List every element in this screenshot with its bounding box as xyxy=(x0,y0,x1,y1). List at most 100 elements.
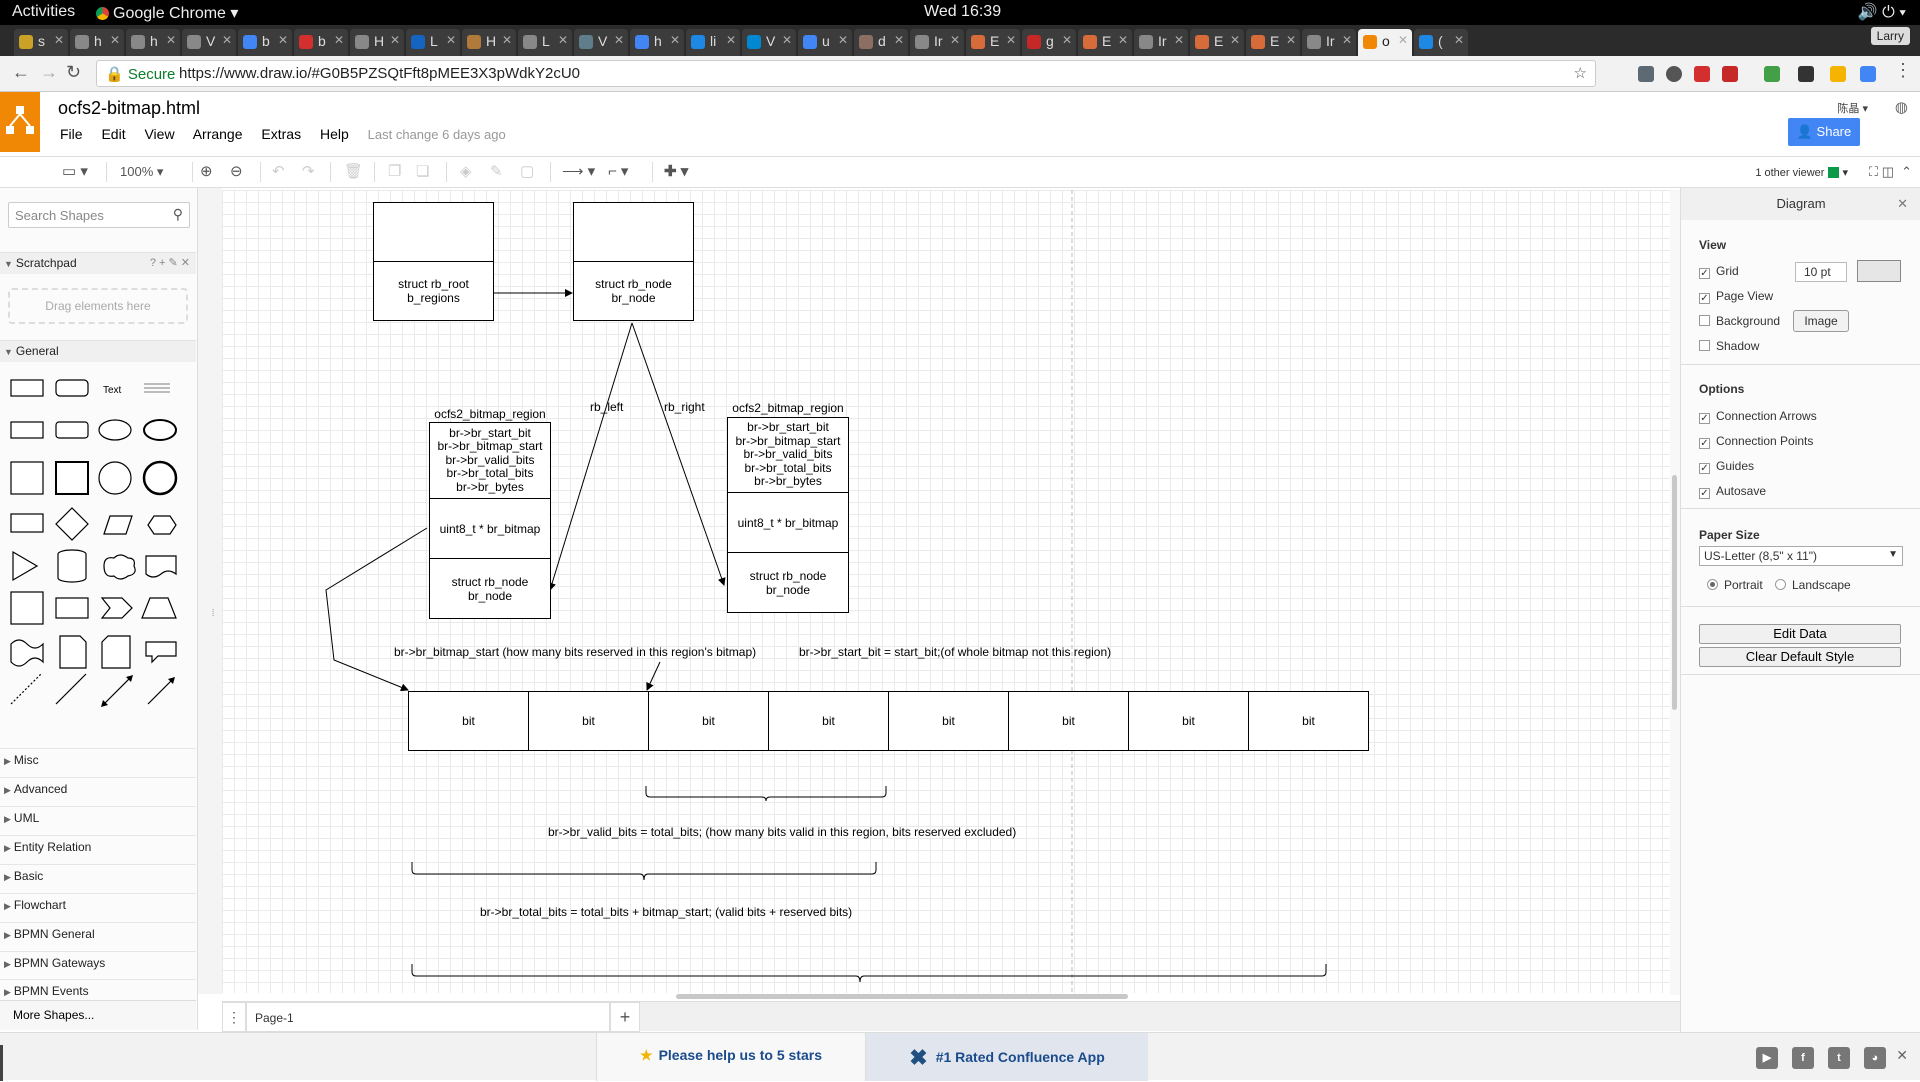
tab-close-icon[interactable]: ✕ xyxy=(221,33,232,47)
rb-node-header[interactable] xyxy=(573,202,694,262)
undo-icon[interactable]: ↶ xyxy=(272,163,285,180)
browser-tab[interactable]: (✕ xyxy=(1414,29,1468,56)
region-title-right[interactable]: ocfs2_bitmap_region xyxy=(732,401,844,415)
format-panel-toggle-icon[interactable]: ▭ ▾ xyxy=(62,163,88,180)
tab-close-icon[interactable]: ✕ xyxy=(1285,33,1296,47)
browser-tab[interactable]: E✕ xyxy=(1246,29,1300,56)
horizontal-scroll-thumb[interactable] xyxy=(676,994,1128,999)
rb-left-edge[interactable] xyxy=(548,322,633,591)
chrome-menu-icon[interactable]: ⋮ xyxy=(1894,60,1912,80)
connection-arrows-checkbox[interactable]: ✓Connection Arrows xyxy=(1699,409,1817,424)
extension-icon[interactable] xyxy=(1764,66,1780,82)
shape-arrow[interactable] xyxy=(147,679,173,705)
menu-view[interactable]: View xyxy=(144,126,175,142)
address-bar[interactable]: 🔒 Secure https://www.draw.io/#G0B5PZSQtF… xyxy=(96,60,1596,87)
confluence-banner[interactable]: ✖#1 Rated Confluence App xyxy=(866,1033,1148,1081)
shape-bidirectional-arrow[interactable] xyxy=(103,677,131,705)
panel-title[interactable]: Diagram xyxy=(1681,188,1920,220)
browser-tab[interactable]: H✕ xyxy=(350,29,404,56)
sidebar-section-bpmn-gateways[interactable]: ▶BPMN Gateways xyxy=(0,951,196,973)
bitmap-pointer-edge[interactable] xyxy=(325,527,428,692)
tab-close-icon[interactable]: ✕ xyxy=(557,33,568,47)
browser-tab[interactable]: Ir✕ xyxy=(1302,29,1356,56)
tab-close-icon[interactable]: ✕ xyxy=(1453,33,1464,47)
browser-tab[interactable]: E✕ xyxy=(966,29,1020,56)
checkbox-unchecked-icon[interactable] xyxy=(1699,340,1710,351)
tab-close-icon[interactable]: ✕ xyxy=(725,33,736,47)
browser-tab[interactable]: E✕ xyxy=(1190,29,1244,56)
page-tab[interactable]: Page-1 xyxy=(246,1002,610,1032)
region-node-left[interactable]: struct rb_node br_node xyxy=(429,558,551,619)
browser-tab[interactable]: E✕ xyxy=(1078,29,1132,56)
shape-tape[interactable] xyxy=(10,639,44,667)
extension-icon[interactable] xyxy=(1694,66,1710,82)
fullscreen-icon[interactable]: ⛶ xyxy=(1868,164,1878,179)
more-shapes-button[interactable]: More Shapes... xyxy=(0,1000,196,1030)
translate-icon[interactable] xyxy=(1860,66,1876,82)
menu-edit[interactable]: Edit xyxy=(101,126,126,142)
format-toggle-icon[interactable]: ◫ xyxy=(1881,164,1894,179)
connection-points-checkbox[interactable]: ✓Connection Points xyxy=(1699,434,1813,449)
tab-close-icon[interactable]: ✕ xyxy=(389,33,400,47)
region-title-left[interactable]: ocfs2_bitmap_region xyxy=(434,407,546,421)
vertical-scroll-thumb[interactable] xyxy=(1672,475,1677,710)
browser-tab[interactable]: Ir✕ xyxy=(1134,29,1188,56)
rb-right-edge[interactable] xyxy=(631,322,726,586)
checkbox-unchecked-icon[interactable] xyxy=(1699,315,1710,326)
browser-tab[interactable]: H✕ xyxy=(462,29,516,56)
radio-unselected-icon[interactable] xyxy=(1775,579,1786,590)
shape-step[interactable] xyxy=(100,597,133,619)
shape-note[interactable] xyxy=(59,635,87,669)
bit-cell[interactable]: bit xyxy=(528,691,649,751)
checkbox-checked-icon[interactable]: ✓ xyxy=(1699,488,1710,499)
bytes-brace[interactable] xyxy=(411,964,1327,983)
tab-close-icon[interactable]: ✕ xyxy=(333,33,344,47)
shape-rectangle[interactable] xyxy=(10,379,44,397)
shape-parallelogram[interactable] xyxy=(103,515,133,535)
menu-extras[interactable]: Extras xyxy=(261,126,302,142)
sidebar-section-uml[interactable]: ▶UML xyxy=(0,806,196,828)
fill-color-icon[interactable]: ◈ xyxy=(460,163,472,180)
browser-tab[interactable]: h✕ xyxy=(70,29,124,56)
shape-line[interactable] xyxy=(55,673,87,705)
autosave-checkbox[interactable]: ✓Autosave xyxy=(1699,484,1766,499)
shape-double-ellipse[interactable] xyxy=(143,419,177,441)
paper-size-select[interactable]: US-Letter (8,5" x 11")▼ xyxy=(1699,546,1903,566)
browser-tab[interactable]: Ir✕ xyxy=(910,29,964,56)
tab-close-icon[interactable]: ✕ xyxy=(1005,33,1016,47)
browser-tab[interactable]: L✕ xyxy=(518,29,572,56)
browser-tab[interactable]: d✕ xyxy=(854,29,908,56)
github-icon[interactable]: ◕ xyxy=(1864,1047,1886,1069)
tab-close-icon[interactable]: ✕ xyxy=(1341,33,1352,47)
bit-cell[interactable]: bit xyxy=(648,691,769,751)
tab-close-icon[interactable]: ✕ xyxy=(1173,33,1184,47)
bit-cell[interactable]: bit xyxy=(1248,691,1369,751)
extension-icon[interactable] xyxy=(1638,66,1654,82)
guides-checkbox[interactable]: ✓Guides xyxy=(1699,459,1754,474)
collapse-icon[interactable]: ⌃ xyxy=(1901,164,1912,179)
shape-dashed-line[interactable] xyxy=(10,673,42,705)
total-bits-note[interactable]: br->br_total_bits = total_bits + bitmap_… xyxy=(480,905,853,919)
tab-close-icon[interactable]: ✕ xyxy=(165,33,176,47)
rb-node-box[interactable]: struct rb_node br_node xyxy=(573,261,694,321)
splitter-handle-icon[interactable]: ⦙ xyxy=(212,608,215,619)
waypoints-icon[interactable]: ⌐ ▾ xyxy=(608,163,629,180)
shape-triangle[interactable] xyxy=(12,550,39,582)
menu-arrange[interactable]: Arrange xyxy=(192,126,243,142)
background-image-button[interactable]: Image xyxy=(1793,310,1849,332)
tab-close-icon[interactable]: ✕ xyxy=(1061,33,1072,47)
landscape-radio[interactable]: Landscape xyxy=(1775,578,1851,592)
menu-help[interactable]: Help xyxy=(319,126,349,142)
valid-bits-note[interactable]: br->br_valid_bits = total_bits; (how man… xyxy=(548,825,1017,839)
drawio-logo[interactable] xyxy=(0,92,40,152)
browser-tab[interactable]: u✕ xyxy=(798,29,852,56)
shape-rounded-2[interactable] xyxy=(55,421,89,439)
shape-diamond[interactable] xyxy=(55,507,89,541)
bit-cell[interactable]: bit xyxy=(888,691,1009,751)
zoom-dropdown[interactable]: 100% ▾ xyxy=(120,164,164,179)
rb-right-label[interactable]: rb_right xyxy=(664,400,705,414)
bit-cell[interactable]: bit xyxy=(768,691,889,751)
connection-style-icon[interactable]: ⟶ ▾ xyxy=(562,163,596,180)
share-button[interactable]: 👤 Share xyxy=(1788,118,1860,146)
shape-square-2[interactable] xyxy=(55,461,89,495)
